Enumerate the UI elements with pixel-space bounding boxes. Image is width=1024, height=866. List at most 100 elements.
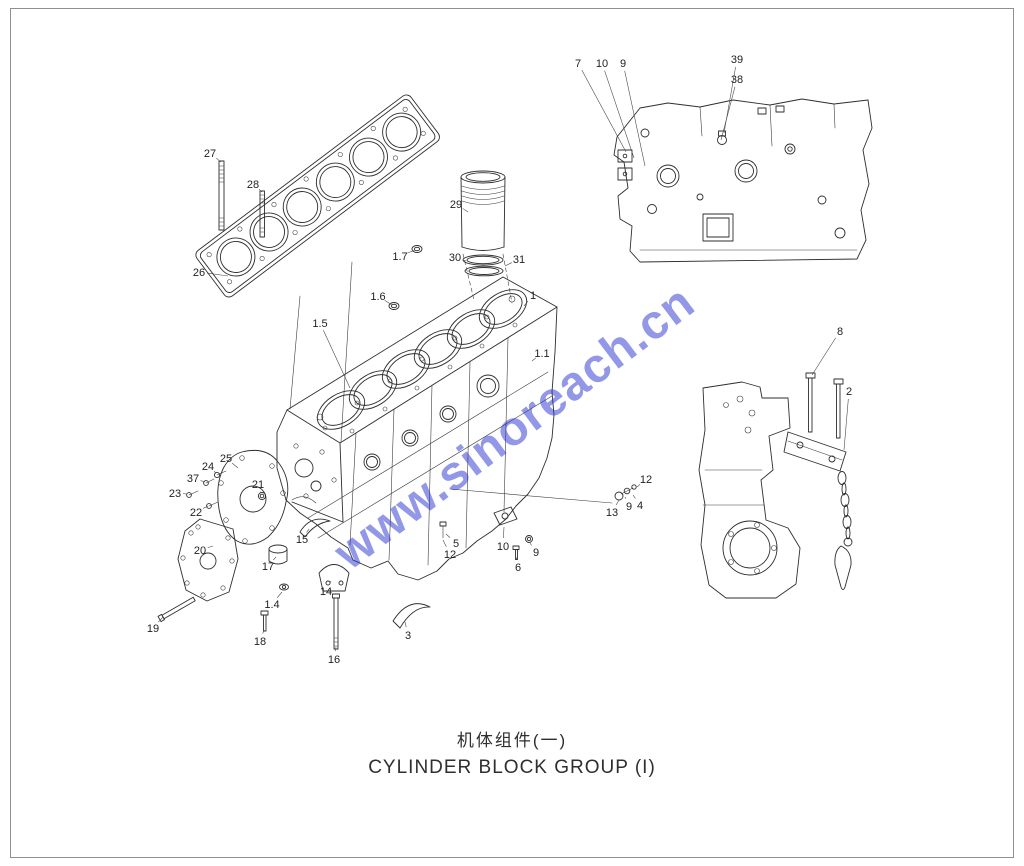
leader-line	[335, 646, 337, 652]
part-callout-12: 12	[640, 474, 652, 486]
part-callout-37: 37	[187, 473, 199, 485]
cup-plug-parts	[388, 245, 423, 310]
part-callout-27: 27	[204, 148, 216, 160]
leader-line	[581, 69, 627, 153]
part-callout-1.6: 1.6	[370, 291, 385, 303]
head-gasket-part	[195, 94, 440, 298]
leader-line	[203, 505, 209, 509]
detail-view-top-right	[613, 98, 873, 263]
leader-line	[843, 398, 849, 451]
part-callout-18: 18	[254, 636, 266, 648]
leader-line	[216, 157, 222, 163]
leader-line	[529, 542, 532, 546]
part-callout-4: 4	[637, 500, 643, 512]
part-callout-9: 9	[533, 547, 539, 559]
part-callout-19: 19	[147, 623, 159, 635]
small-fastener-parts	[186, 470, 267, 509]
leader-line	[624, 70, 646, 167]
leader-line	[276, 591, 283, 599]
part-callout-39: 39	[731, 54, 743, 66]
leader-line	[720, 86, 736, 141]
part-callout-30: 30	[449, 252, 461, 264]
part-callout-31: 31	[513, 254, 525, 266]
part-callout-1: 1	[530, 290, 536, 302]
leader-line	[262, 629, 265, 634]
diagram-title-english: CYLINDER BLOCK GROUP (I)	[368, 757, 656, 778]
leader-line	[636, 484, 641, 488]
leader-line	[531, 357, 536, 362]
long-bolt-part-16	[332, 593, 340, 650]
part-callout-21: 21	[252, 479, 264, 491]
part-callout-8: 8	[837, 326, 843, 338]
leader-line	[323, 330, 351, 389]
part-callout-13: 13	[606, 507, 618, 519]
projection-lines	[289, 261, 353, 443]
leader-line	[384, 300, 393, 306]
cylinder-liner-part	[460, 170, 506, 251]
part-callout-2: 2	[846, 386, 852, 398]
bearing-shell-part	[392, 603, 431, 629]
part-callout-7: 7	[575, 58, 581, 70]
front-plate-part	[177, 518, 239, 602]
leader-line	[306, 528, 310, 533]
stud-part-19	[157, 596, 196, 623]
part-callout-3: 3	[405, 630, 411, 642]
diagram-title-chinese: 机体组件(一)	[456, 731, 568, 750]
engine-block-part	[276, 276, 613, 581]
part-callout-1.5: 1.5	[312, 318, 327, 330]
part-callout-14: 14	[320, 586, 332, 598]
leader-line	[407, 249, 416, 254]
part-callout-10: 10	[596, 58, 608, 70]
part-callout-1.4: 1.4	[264, 599, 279, 611]
leader-line	[231, 462, 239, 469]
leader-line	[624, 496, 627, 499]
part-callout-10: 10	[497, 541, 509, 553]
thrust-washer-part	[299, 518, 331, 538]
line-art	[157, 94, 873, 650]
part-callout-17: 17	[262, 561, 274, 573]
leader-line	[503, 526, 505, 539]
leader-line	[207, 545, 214, 548]
stud-part-28	[259, 190, 265, 238]
leader-line	[329, 580, 332, 584]
part-callout-5: 5	[453, 538, 459, 550]
part-callout-9: 9	[620, 58, 626, 70]
leader-line	[258, 189, 263, 193]
part-callout-22: 22	[190, 507, 202, 519]
part-callout-23: 23	[169, 488, 181, 500]
leader-line	[158, 616, 164, 623]
part-callout-9: 9	[626, 501, 632, 513]
part-callout-24: 24	[202, 461, 214, 473]
leader-line	[504, 262, 512, 267]
stud-part-27	[218, 160, 225, 231]
part-callout-26: 26	[193, 267, 205, 279]
leader-line	[213, 471, 217, 474]
part-callout-29: 29	[450, 199, 462, 211]
part-callout-28: 28	[247, 179, 259, 191]
leader-line	[206, 272, 229, 277]
leader-line	[445, 533, 451, 538]
leader-line	[523, 301, 529, 307]
leader-line	[811, 337, 836, 376]
bolt-part-18	[260, 610, 269, 632]
leader-line	[200, 480, 206, 483]
part-callout-12: 12	[444, 549, 456, 561]
leader-line	[273, 556, 277, 561]
part-callout-16: 16	[328, 654, 340, 666]
part-callout-1.7: 1.7	[392, 251, 407, 263]
part-callout-1.1: 1.1	[534, 348, 549, 360]
front-cover-gasket-part	[217, 449, 289, 545]
leader-line	[462, 208, 469, 213]
part-callout-20: 20	[194, 545, 206, 557]
detail-view-right	[698, 372, 853, 599]
leader-line	[462, 259, 467, 262]
leader-line	[404, 621, 407, 628]
part-callout-15: 15	[296, 534, 308, 546]
leader-line	[604, 70, 635, 159]
part-callout-25: 25	[220, 453, 232, 465]
cup-and-plug-parts	[268, 544, 289, 591]
small-hardware-parts	[439, 506, 533, 560]
